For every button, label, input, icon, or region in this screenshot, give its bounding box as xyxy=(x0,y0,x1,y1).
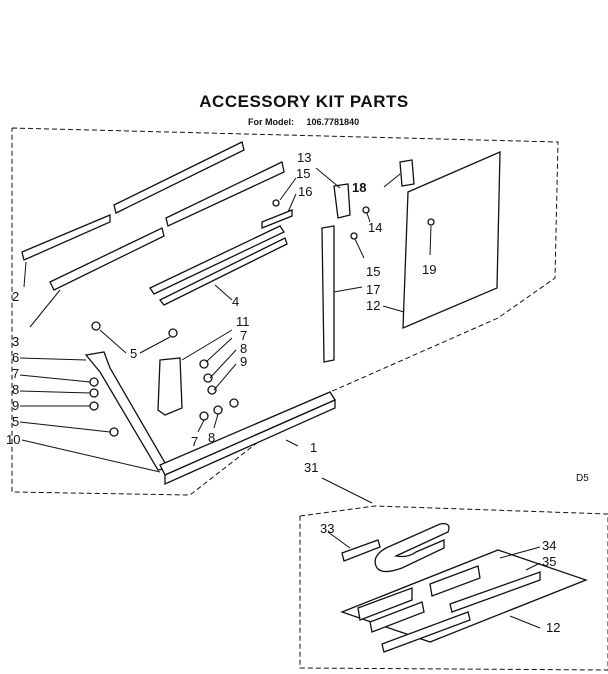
callout-7-left: 7 xyxy=(12,366,19,381)
callout-12-inset: 12 xyxy=(546,620,560,635)
model-line: For Model: 106.7781840 xyxy=(248,117,359,127)
part-rail-group xyxy=(21,141,288,306)
callout-9-left: 9 xyxy=(12,398,19,413)
callout-13: 13 xyxy=(297,150,311,165)
kit-inset: 33 34 35 12 xyxy=(299,505,608,671)
callout-numbers: 2 3 5 6 7 8 9 5 10 11 7 8 9 7 8 4 1 31 1… xyxy=(6,150,589,484)
callout-11: 11 xyxy=(236,314,250,329)
callout-8-mid: 8 xyxy=(240,341,247,356)
callout-5-lower: 5 xyxy=(12,414,19,429)
callout-9-mid: 9 xyxy=(240,354,247,369)
callout-10: 10 xyxy=(6,432,20,447)
callout-18: 18 xyxy=(352,180,366,195)
callout-34: 34 xyxy=(542,538,556,553)
callout-3: 3 xyxy=(12,334,19,349)
callout-5-upper: 5 xyxy=(130,346,137,361)
corner-code: D5 xyxy=(576,473,589,484)
callout-33: 33 xyxy=(320,521,334,536)
leader-lines xyxy=(19,167,432,504)
part-panel-group xyxy=(261,150,501,363)
callout-35: 35 xyxy=(542,554,556,569)
callout-14: 14 xyxy=(368,220,382,235)
callout-1: 1 xyxy=(310,440,317,455)
callout-8-left: 8 xyxy=(12,382,19,397)
model-number: 106.7781840 xyxy=(306,117,360,127)
callout-17: 17 xyxy=(366,282,380,297)
callout-19: 19 xyxy=(422,262,436,277)
callout-12-main: 12 xyxy=(366,298,380,313)
callout-4: 4 xyxy=(232,294,239,309)
callout-31: 31 xyxy=(304,460,318,475)
callout-16: 16 xyxy=(298,184,312,199)
main-enclosure xyxy=(11,127,559,496)
part-bracket-group xyxy=(84,351,336,486)
callout-15-lower: 15 xyxy=(366,264,380,279)
model-label: For Model: xyxy=(248,117,294,127)
diagram-title: ACCESSORY KIT PARTS xyxy=(199,92,409,111)
fastener-group xyxy=(89,199,435,437)
callout-8-low: 8 xyxy=(208,430,215,445)
callout-7-low: 7 xyxy=(191,434,198,449)
callout-15-upper: 15 xyxy=(296,166,310,181)
callout-6: 6 xyxy=(12,350,19,365)
callout-7-mid: 7 xyxy=(240,328,247,343)
callout-2: 2 xyxy=(12,289,19,304)
